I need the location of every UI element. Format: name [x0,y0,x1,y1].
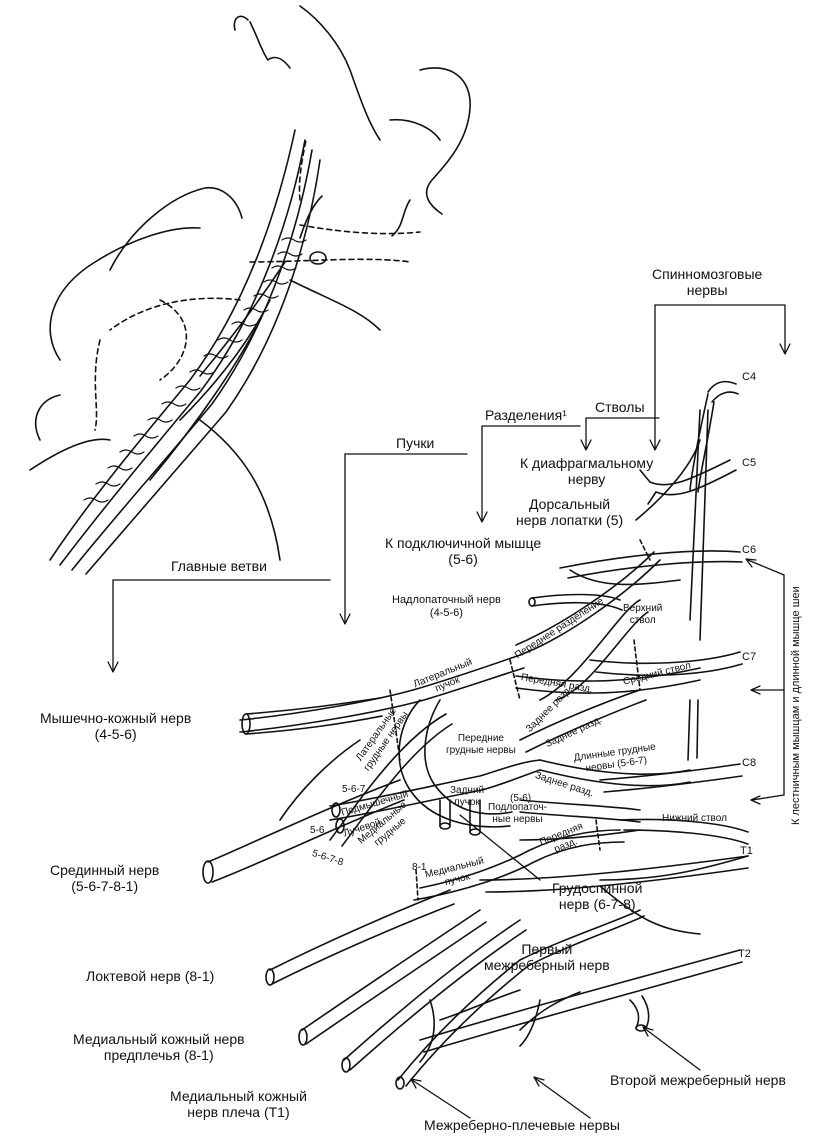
label-ant-pectoral: Передние грудные нервы [446,733,516,756]
neck-shoulder-sketch [29,5,471,575]
label-thoracodorsal: Грудоспинной нерв (6-7-8) [552,880,643,913]
label-intercostobrachial: Межреберно-плечевые нервы [424,1117,620,1133]
label-r567: 5-6-7 [342,784,366,795]
label-med-cut-arm: Медиальный кожный нерв плеча (T1) [170,1088,307,1121]
label-divisions: Разделения¹ [485,407,567,423]
label-root-t2: T2 [738,948,751,960]
label-musculocutaneous: Мышечно-кожный нерв (4-5-6) [40,710,192,743]
label-to-phrenic: К диафрагмальному нерву [520,455,654,488]
label-med-cut-forearm: Медиальный кожный нерв предплечья (8-1) [73,1031,245,1064]
label-second-intercostal: Второй межреберный нерв [610,1072,786,1088]
label-first-intercostal: Первый межреберный нерв [484,941,610,974]
label-cords: Пучки [396,435,435,451]
label-subscapular: Подлопаточ- ные нервы [488,802,547,825]
label-ulnar: Локтевой нерв (8-1) [86,968,215,984]
pointer-arrows [107,304,791,1119]
label-root-c7: C7 [742,651,757,663]
label-subscap-roots: (5-6) [510,793,532,804]
label-root-c5: C5 [742,457,757,469]
label-posterior-cord: Задний пучок [450,785,485,808]
label-trunks: Стволы [595,399,645,415]
label-root-t1: T1 [740,845,753,857]
label-main-branches: Главные ветви [171,558,267,574]
label-to-scalene: К лестничным мышцам и длинной мышце шеи [790,586,802,825]
label-root-c6: C6 [742,544,757,556]
label-dorsal-scapular: Дорсальный нерв лопатки (5) [516,496,624,529]
label-spinal-nerves: Спинномозговые нервы [652,266,763,299]
label-r81: 8-1 [412,862,427,873]
label-median: Срединный нерв (5-6-7-8-1) [50,862,160,895]
label-root-c8: C8 [742,757,757,769]
label-r56: 5-6 [310,825,325,836]
label-lower-trunk: Нижний ствол [662,813,727,824]
label-upper-trunk: Верхний ствол [623,603,663,626]
trunks-divisions-cords [239,539,701,901]
label-root-c4: C4 [742,371,757,383]
terminal-branches [202,697,749,1090]
label-to-subclavius: К подключичной мышце (5-6) [385,535,542,568]
label-suprascapular: Надлопаточный нерв (4-5-6) [392,594,501,619]
